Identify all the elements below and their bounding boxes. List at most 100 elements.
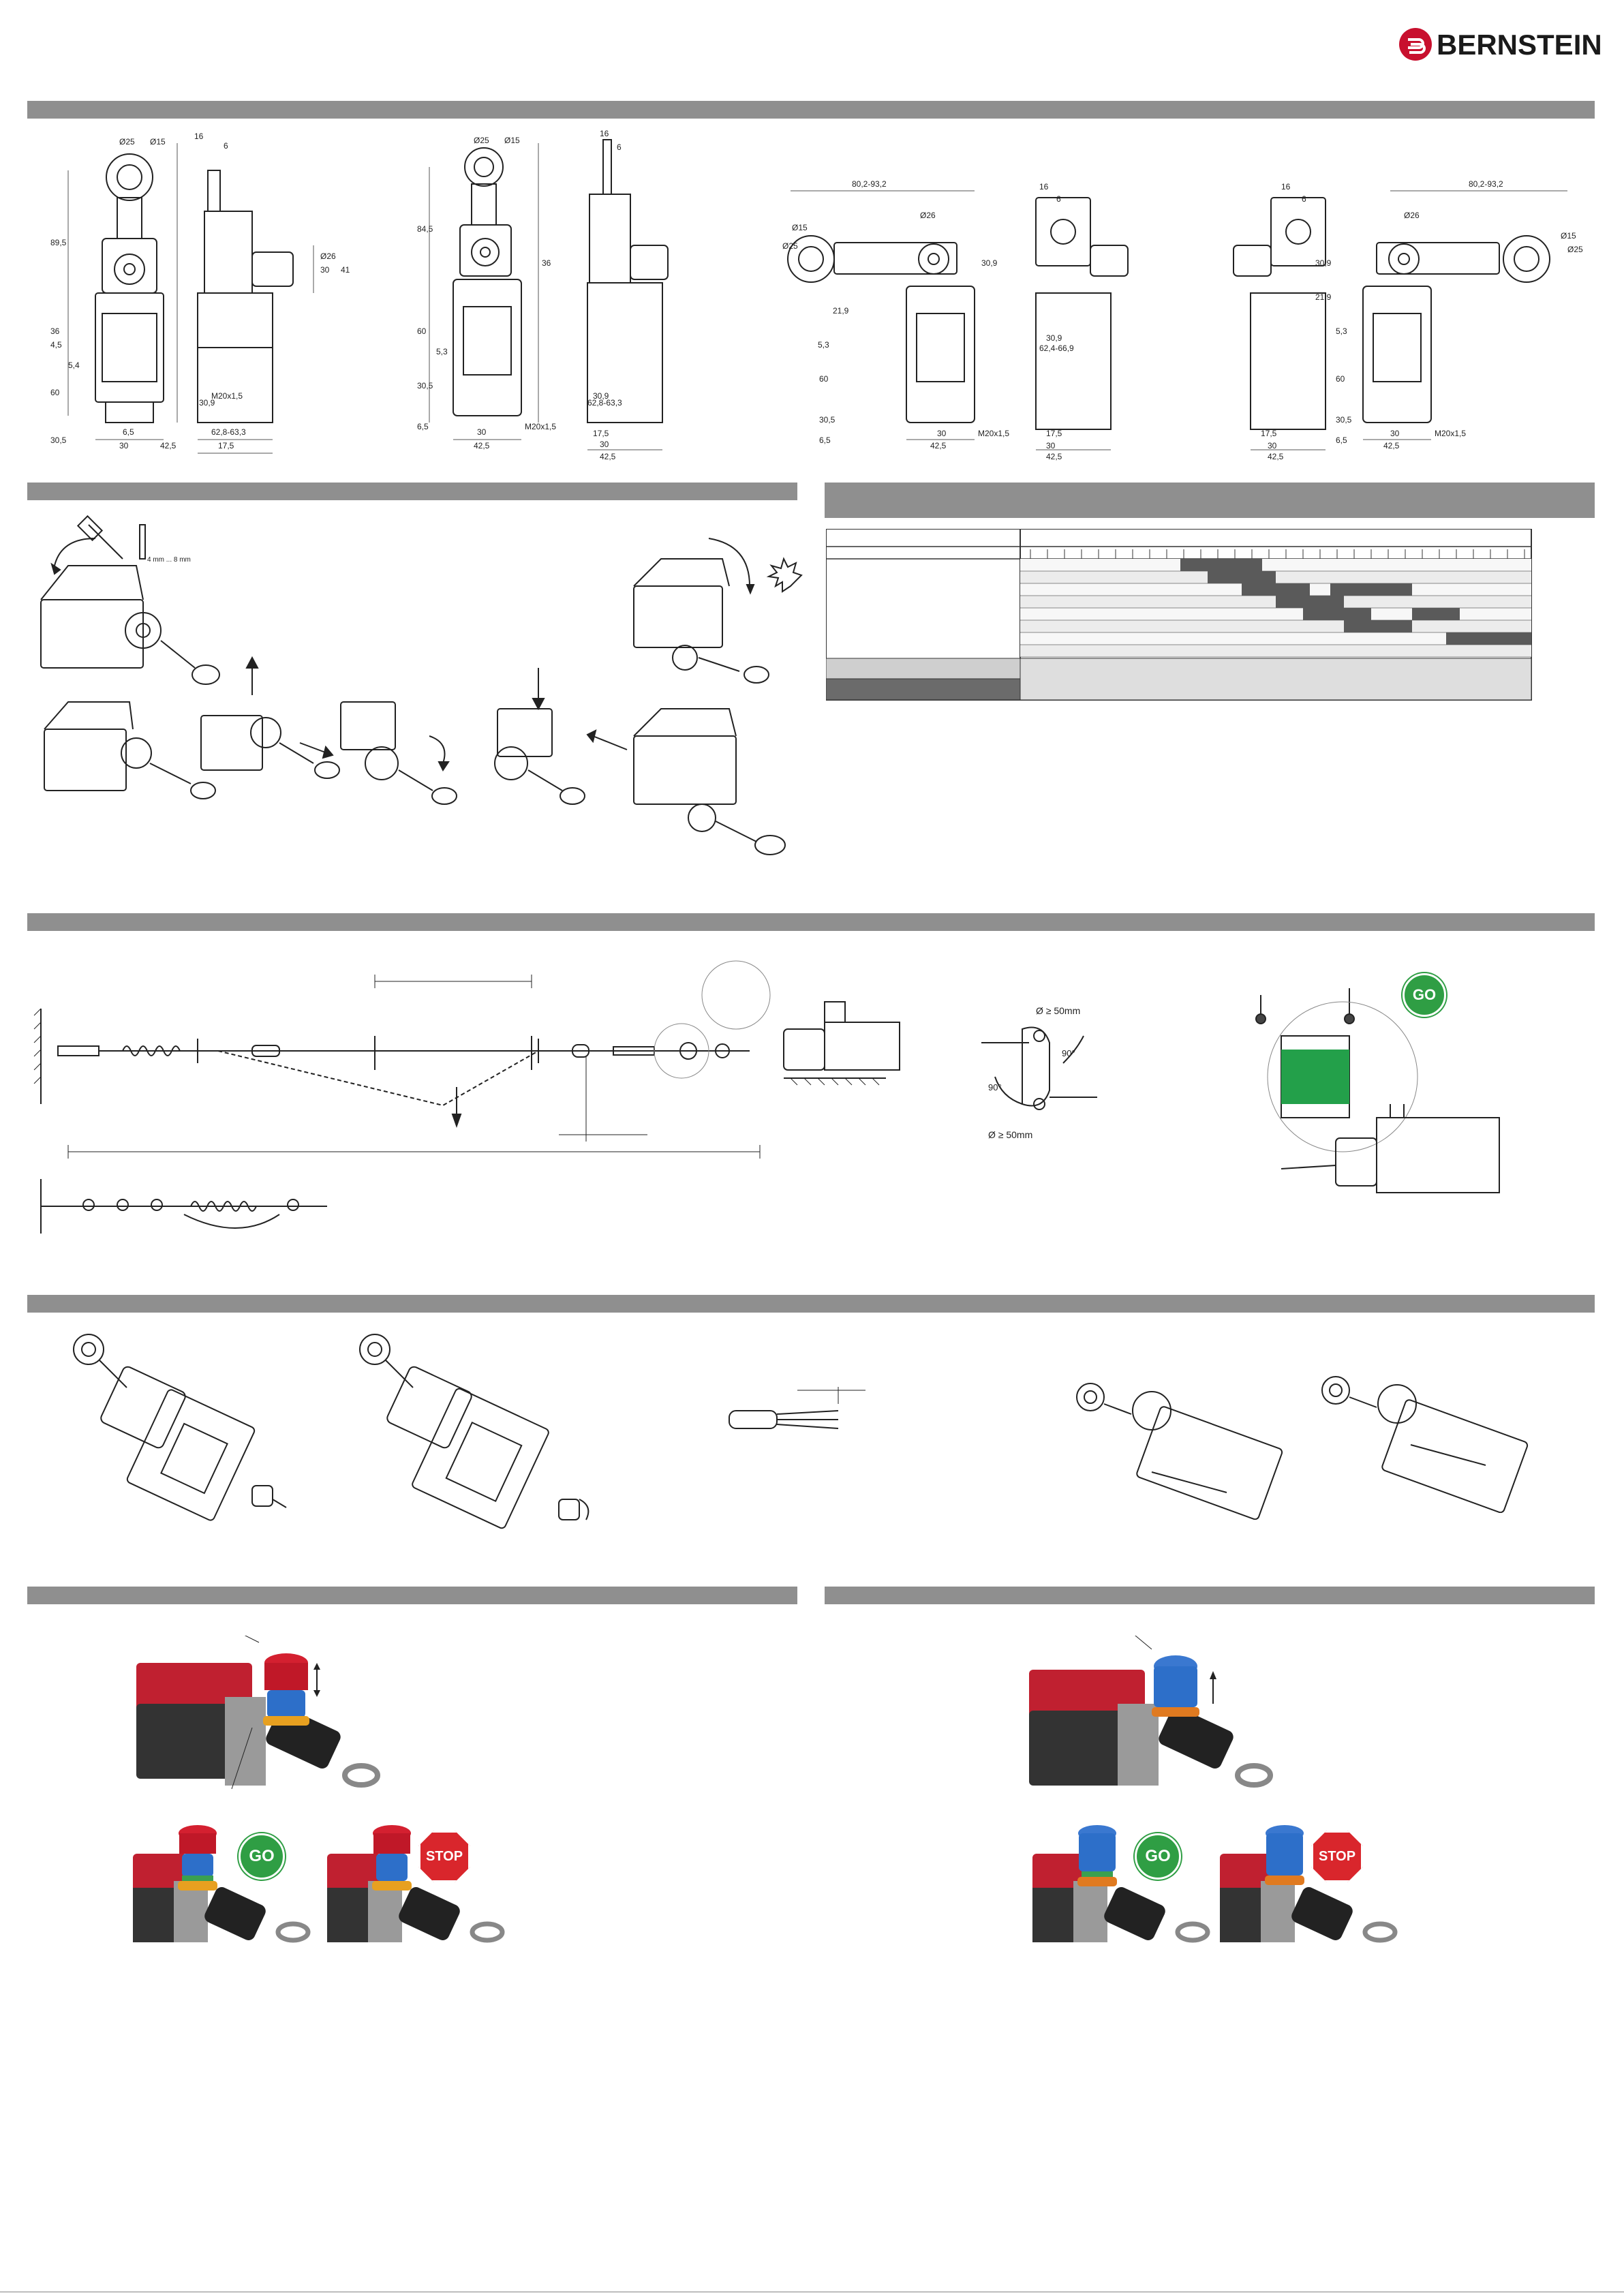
- dimension-label: M20x1,5: [211, 391, 243, 401]
- dimension-label: 36: [50, 326, 60, 336]
- dimension-label: M20x1,5: [1435, 429, 1466, 438]
- dimension-label: 6,5: [123, 427, 134, 437]
- switching-diagram-table: [826, 529, 1532, 701]
- red-reset-stop-state: [327, 1825, 505, 1943]
- dimension-label: 30,5: [1336, 415, 1352, 425]
- dimension-label: 60: [819, 374, 829, 384]
- dimension-label: Ø26: [1404, 211, 1420, 220]
- dimension-label: 30,9: [199, 398, 215, 408]
- blue-reset-stop-state: [1220, 1825, 1398, 1943]
- dimension-label: 16: [1281, 182, 1291, 192]
- section-bar-mounting: [27, 483, 797, 500]
- connection-open-cover-2: [359, 1334, 589, 1529]
- dimension-label: Ø25: [119, 137, 135, 147]
- dimension-label: 16: [600, 129, 609, 138]
- dimension-label: 30: [600, 440, 609, 449]
- dimension-label: 16: [1039, 182, 1049, 192]
- go-badge-blue: GO: [1135, 1833, 1181, 1880]
- stop-badge-blue: STOP: [1311, 1831, 1363, 1882]
- dimension-label: 30: [119, 441, 129, 450]
- dimension-label: 30: [1268, 441, 1277, 450]
- dimension-label: 21,9: [833, 306, 849, 316]
- dimension-label: 30,5: [819, 415, 836, 425]
- section-bar-switching-diagram: [825, 483, 1595, 518]
- dimension-label: 30: [477, 427, 487, 437]
- rope-installation-diagram: [33, 960, 900, 1234]
- mounting-sequence-illustration: 4 mm ... 8 mm: [40, 515, 803, 855]
- dimension-label: Ø15: [1561, 231, 1576, 241]
- cable-stripping-detail: [729, 1387, 865, 1429]
- dimension-label: M20x1,5: [978, 429, 1009, 438]
- dimension-label: 42,5: [1268, 452, 1284, 461]
- dimension-label: 60: [1336, 374, 1345, 384]
- dimension-label: 30,5: [50, 435, 67, 445]
- dimension-label: 42,5: [160, 441, 177, 450]
- connection-cover-closed-2: [1321, 1376, 1529, 1513]
- brand-name: BERNSTEIN: [1437, 29, 1602, 61]
- go-badge-red: GO: [239, 1833, 285, 1880]
- connection-open-cover-1: [73, 1334, 287, 1521]
- dimension-label: 62,8-63,3: [587, 398, 622, 408]
- page-bottom-line: [0, 2291, 1624, 2293]
- angle-label-right: 90°: [1062, 1048, 1075, 1058]
- section-bar-function-red: [27, 1587, 797, 1604]
- contact-closed-segment: [1242, 583, 1310, 596]
- dimension-label: 6,5: [1336, 435, 1347, 445]
- dimension-label: 30: [937, 429, 947, 438]
- contact-closed-segment: [1276, 596, 1344, 608]
- dimension-label: 30: [1046, 441, 1056, 450]
- contact-closed-segment: [1235, 559, 1262, 571]
- dimension-label: 30: [1390, 429, 1400, 438]
- dimension-label: 42,5: [600, 452, 616, 461]
- dimension-label: 42,5: [930, 441, 947, 450]
- dimension-drawing-4: 80,2-93,2Ø26Ø15Ø2516630,921,95,36030,56,…: [1233, 179, 1583, 461]
- dimension-label: 17,5: [1046, 429, 1062, 438]
- dimension-label: 42,5: [1383, 441, 1400, 450]
- min-radius-label-top: Ø ≥ 50mm: [1036, 1005, 1080, 1016]
- bernstein-logo: BERNSTEIN: [1397, 25, 1602, 65]
- dimension-label: 5,4: [68, 361, 80, 370]
- pulley-angle-detail: Ø ≥ 50mm Ø ≥ 50mm 90° 90°: [981, 1005, 1097, 1140]
- blue-reset-overview: [1029, 1636, 1273, 1788]
- dimension-label: 84,5: [417, 224, 433, 234]
- dimension-label: 17,5: [593, 429, 609, 438]
- dimension-label: 5,3: [818, 340, 829, 350]
- dimension-label: 17,5: [218, 441, 234, 450]
- inspection-window-detail: [1255, 988, 1500, 1193]
- section-bar-connection: [27, 1295, 1595, 1313]
- section-bar-function-blue: [825, 1587, 1595, 1604]
- dimension-label: Ø26: [920, 211, 936, 220]
- dimension-label: 36: [542, 258, 551, 268]
- dimension-label: 41: [341, 265, 350, 275]
- dimension-label: 6,5: [417, 422, 429, 431]
- dimension-label: 60: [417, 326, 427, 336]
- contact-row: [1020, 608, 1531, 620]
- dimension-label: 80,2-93,2: [852, 179, 887, 189]
- dimension-label: 30,9: [593, 391, 609, 401]
- connection-cover-closed-1: [1076, 1383, 1283, 1520]
- contact-row: [1020, 559, 1531, 571]
- dimension-label: 30,9: [1046, 333, 1062, 343]
- dimension-label: 6: [224, 141, 228, 151]
- dimension-label: Ø15: [792, 223, 808, 232]
- contact-closed-segment: [1180, 559, 1235, 571]
- contact-row: [1020, 620, 1531, 632]
- dimension-label: Ø26: [320, 251, 336, 261]
- dimension-label: Ø15: [150, 137, 166, 147]
- dimension-label: Ø25: [782, 241, 798, 251]
- stop-badge-red: STOP: [418, 1831, 470, 1882]
- dimension-label: 30,5: [417, 381, 433, 391]
- min-radius-label-bottom: Ø ≥ 50mm: [988, 1129, 1032, 1140]
- section-bar-installation: [27, 913, 1595, 931]
- dimension-label: Ø15: [504, 136, 520, 145]
- dimension-label: 42,5: [1046, 452, 1062, 461]
- contact-closed-segment: [1412, 608, 1460, 620]
- dimension-label: 21,9: [1315, 292, 1332, 302]
- contact-row: [1020, 645, 1531, 657]
- dimension-label: 5,3: [1336, 326, 1347, 336]
- dimension-label: 6,5: [819, 435, 831, 445]
- contact-row: [1020, 632, 1531, 645]
- contact-closed-segment: [1446, 632, 1531, 645]
